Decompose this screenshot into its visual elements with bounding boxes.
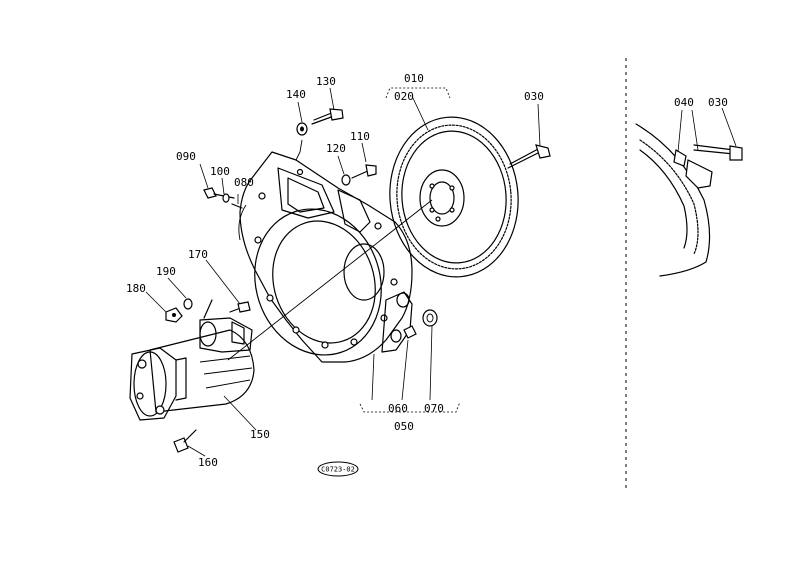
callout-090: 090 [176,150,196,163]
callout-040: 040 [674,96,694,109]
callout-020: 020 [394,90,414,103]
flywheel-housing [238,139,413,363]
drawing-code-stamp: C0723-02 [317,461,359,477]
washer-190 [183,298,193,310]
callout-060: 060 [388,402,408,415]
stud-170 [229,301,251,313]
pin-080 [231,203,243,209]
bolt-030 [507,144,551,169]
detail-inset [625,58,743,492]
flywheel-ring-gear [389,116,519,278]
assembly-axis-line [227,199,433,361]
callout-010: 010 [404,72,424,85]
starter-motor [129,299,255,421]
washer-120 [341,174,351,186]
leader-lines [145,87,737,457]
callout-030-detail: 030 [708,96,728,109]
washer-140 [296,122,308,136]
washer-100 [222,193,230,203]
callout-190: 190 [156,265,176,278]
bolt-090 [203,187,235,199]
callout-140: 140 [286,88,306,101]
callout-100: 100 [210,165,230,178]
callout-050: 050 [394,420,414,433]
pin-060 [403,325,417,339]
drawing-code-text: C0723-02 [321,466,355,474]
callout-070: 070 [424,402,444,415]
nut-180 [165,307,183,323]
bolt-160 [173,429,197,453]
callout-160: 160 [198,456,218,469]
callout-180: 180 [126,282,146,295]
callout-170: 170 [188,248,208,261]
callout-150: 150 [250,428,270,441]
bolt-110 [351,164,377,179]
callout-080: 080 [234,176,254,189]
callout-130: 130 [316,75,336,88]
cap-070 [422,309,438,327]
callout-030: 030 [524,90,544,103]
callout-110: 110 [350,130,370,143]
callout-120: 120 [326,142,346,155]
bolt-130 [311,108,344,125]
callout-labels: 010 020 030 130 140 110 120 090 100 080 … [126,72,728,469]
